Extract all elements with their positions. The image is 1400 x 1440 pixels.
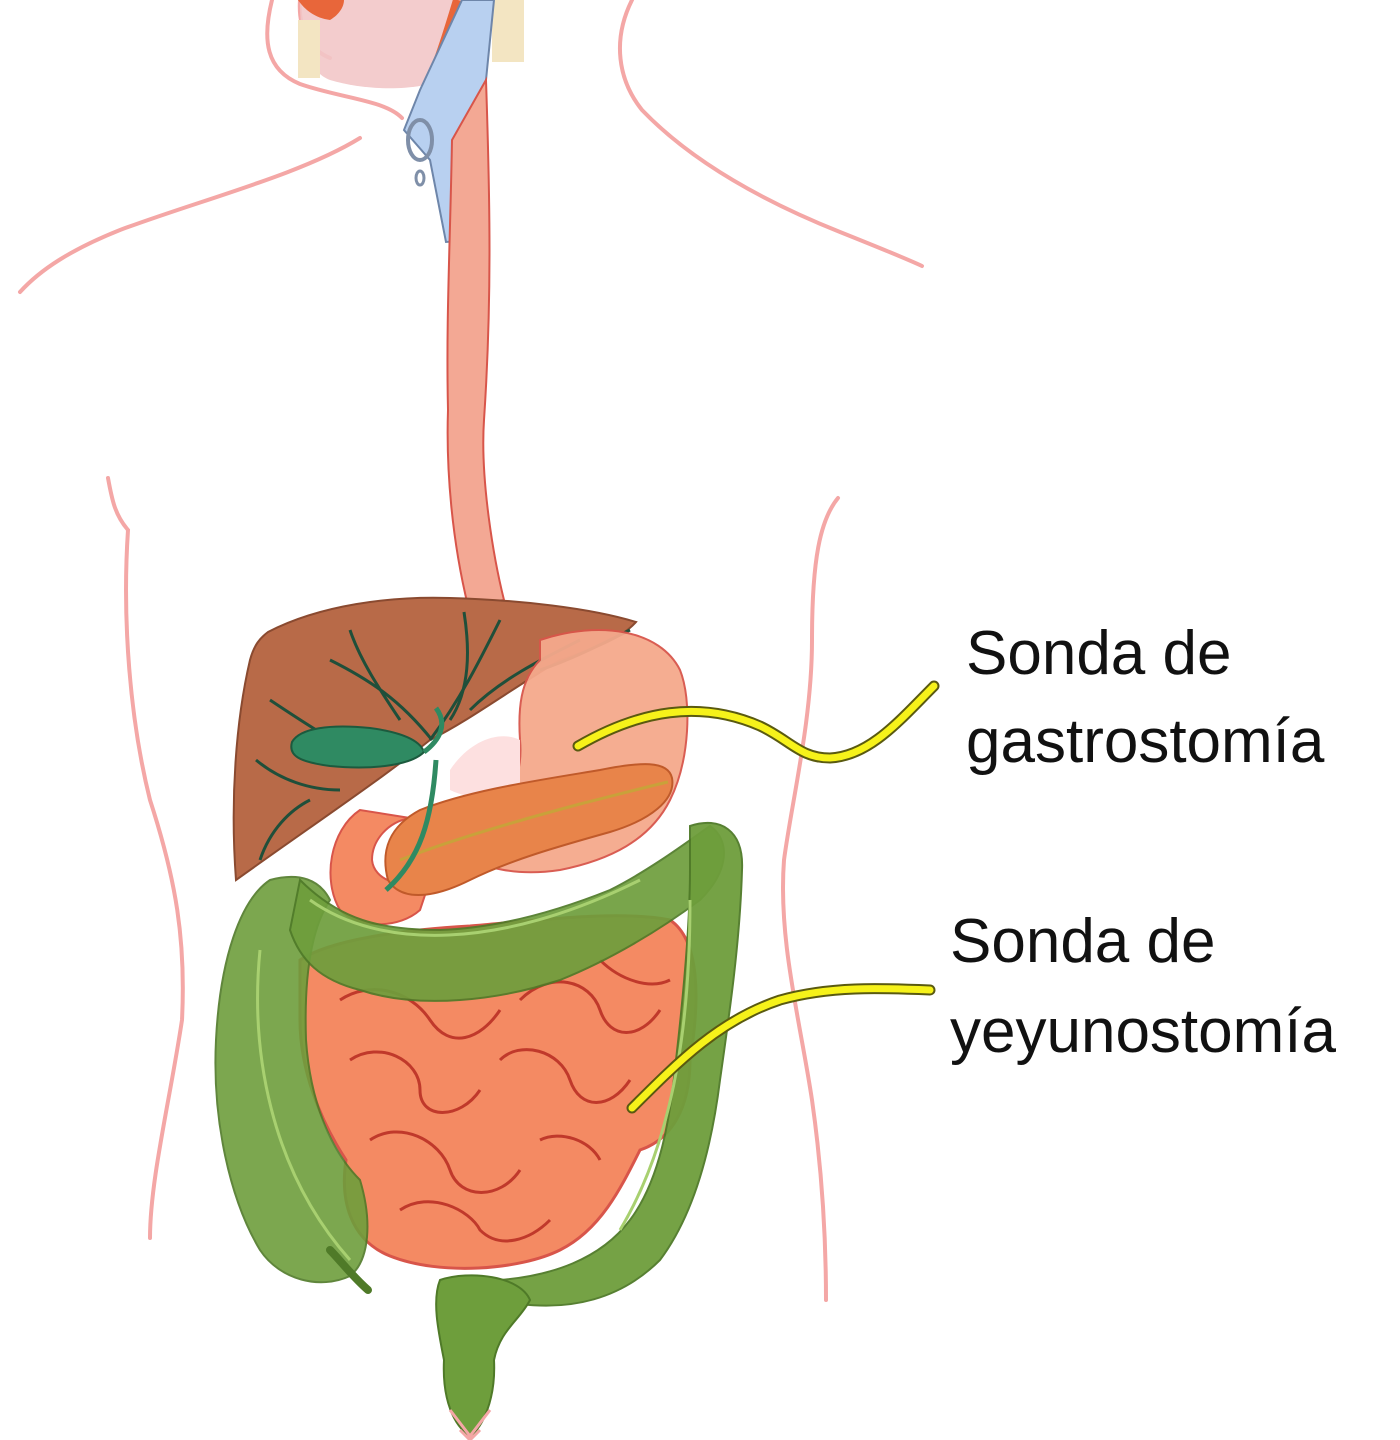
tooth-right (492, 0, 524, 62)
gastrostomy-label-line2: gastrostomía (966, 707, 1325, 776)
shoulder-left-outline (20, 138, 360, 292)
neck-right-outline (620, 0, 922, 266)
torso-left-outline (108, 478, 183, 1238)
gastrostomy-label-line1: Sonda de (966, 619, 1231, 688)
torso-right-outline (783, 498, 838, 1300)
jejunostomy-label-line2: yeyunostomía (950, 997, 1337, 1066)
trachea-ring-3 (416, 171, 424, 185)
jejunostomy-label-line1: Sonda de (950, 907, 1215, 976)
jejunostomy-label: Sonda de yeyunostomía (950, 907, 1337, 1066)
esophagus (447, 80, 504, 606)
tooth-left (298, 20, 320, 78)
gastrostomy-label: Sonda de gastrostomía (966, 619, 1325, 776)
